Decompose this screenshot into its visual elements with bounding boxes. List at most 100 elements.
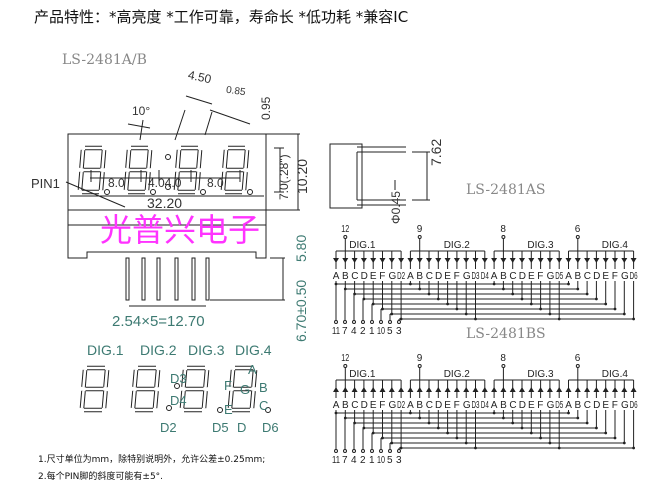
pinout-dp: [174, 383, 180, 389]
as-pin-terminal: [397, 320, 401, 324]
as-segment-pin-5: 5: [387, 326, 393, 337]
seg-label-d4: D4: [170, 393, 187, 408]
as-segment-pin-2: 2: [360, 326, 366, 337]
seg-label-d: D: [237, 420, 247, 435]
as-diode-icon: [444, 258, 451, 263]
dim-body-depth: 5.80: [293, 234, 309, 262]
bs-diode-label: E: [370, 400, 377, 411]
pinout-digit-1-segment-fill: [82, 369, 87, 388]
as-common-pin-6: 6: [575, 224, 581, 235]
as-diode-label: A: [491, 271, 498, 282]
as-junction: [474, 317, 477, 321]
as-diode-icon: [612, 258, 618, 263]
bs-diode-label: C: [584, 400, 591, 411]
front-digit-3-segment-fill: [195, 171, 200, 191]
pin-2: [141, 257, 146, 301]
bs-diode-label: D: [435, 400, 442, 411]
pinout-digit-2-segment-fill: [153, 390, 158, 409]
front-digit-2-segment-fill: [145, 171, 150, 191]
pin-1: [125, 257, 130, 301]
as-diode-icon: [472, 258, 479, 263]
side-view-body: [329, 143, 363, 209]
pin-4: [174, 257, 179, 301]
as-diode-icon: [556, 258, 563, 263]
as-junction: [446, 302, 449, 306]
bs-diode-label: C: [351, 400, 358, 411]
bs-diode-icon: [574, 387, 581, 392]
bs-diode-label: F: [612, 400, 618, 411]
as-diode-icon: [407, 258, 414, 263]
as-diode-label: F: [454, 271, 460, 282]
as-junction: [381, 307, 384, 311]
bs-diode-label: G: [621, 400, 629, 411]
front-digit-1-segment-fill: [78, 171, 83, 191]
as-diode-icon: [537, 258, 544, 263]
bs-diode-label: A: [333, 400, 340, 411]
bs-junction: [520, 426, 524, 430]
bs-diode-icon: [416, 387, 423, 392]
bs-diode-label: D: [593, 400, 600, 411]
dim-seg-gap-leader: [209, 109, 251, 125]
bs-diode-label: F: [454, 400, 460, 411]
as-junction: [399, 317, 403, 321]
bs-diode-icon: [398, 387, 405, 392]
as-digit-label-4: DIG.4: [602, 240, 629, 251]
bs-diode-label: B: [575, 400, 582, 411]
as-pin-terminal: [343, 320, 347, 324]
as-diode-label: E: [602, 271, 609, 282]
as-pin-terminal: [352, 320, 356, 324]
dim-ext: [204, 111, 213, 136]
as-junction: [436, 297, 440, 301]
pinout-digit-2-segment-fill: [155, 369, 160, 388]
bs-diode-label: C: [426, 400, 433, 411]
as-common-pin-9: 9: [417, 224, 423, 235]
as-diode-label: B: [416, 271, 423, 282]
bs-diode-icon: [621, 387, 628, 392]
front-digit-3-dp: [200, 189, 206, 195]
bs-diode-icon: [612, 387, 618, 392]
front-digit-3-segment-fill: [197, 149, 202, 169]
seg-label-d5: D5: [212, 420, 229, 435]
as-segment-pin-3: 3: [396, 326, 402, 337]
bs-diode-icon: [546, 387, 553, 392]
as-diode-icon: [370, 258, 377, 263]
as-pin-terminal: [334, 320, 338, 324]
as-digit-label-2: DIG.2: [444, 240, 471, 251]
bs-segment-pin-1: 1: [369, 455, 375, 466]
as-junction: [595, 297, 598, 301]
as-junction: [520, 297, 524, 301]
as-diode-icon: [351, 258, 358, 263]
dim-pin-pitch: 2.54×5=12.70: [112, 313, 205, 330]
front-digit-4-segment-fill: [242, 171, 247, 191]
bs-diode-icon: [584, 387, 591, 392]
bs-pin-terminal: [361, 449, 365, 453]
dim-pitch-3: 8.0: [207, 176, 224, 190]
dim-pin-diameter: Φ0.45: [389, 191, 403, 224]
bs-diode-label: D6: [630, 400, 638, 411]
front-digit-4-segment-fill: [221, 171, 226, 191]
as-diode-label: A: [333, 271, 340, 282]
pinout-digit-4-segment-fill: [228, 390, 233, 409]
bs-digit-label-2: DIG.2: [444, 369, 471, 380]
pinout-digit-1-segment-fill: [104, 369, 109, 388]
pinout-digit-label-2: DIG.2: [140, 342, 177, 358]
pinout-digit-3-segment-fill: [182, 369, 187, 388]
bs-segment-pin-2: 2: [360, 455, 366, 466]
bs-diode-label: B: [416, 400, 423, 411]
as-diode-label: F: [537, 271, 543, 282]
bs-junction: [548, 441, 552, 445]
as-diode-label: D2: [397, 271, 405, 282]
bs-junction: [576, 416, 580, 420]
product-features-title: 产品特性：*高亮度 *工作可靠，寿命长 *低功耗 *兼容IC: [34, 8, 409, 26]
as-junction: [502, 287, 505, 291]
as-junction: [529, 302, 533, 306]
bs-diode-label: D: [519, 400, 526, 411]
as-diode-label: G: [547, 271, 555, 282]
seg-label-f: F: [224, 378, 232, 393]
bs-diode-label: D3: [472, 400, 480, 411]
seg-label-g: G: [240, 382, 251, 397]
as-diode-label: A: [407, 271, 414, 282]
as-diode-icon: [342, 258, 349, 263]
bs-diode-icon: [435, 387, 442, 392]
bs-common-pin-6: 6: [575, 353, 581, 364]
